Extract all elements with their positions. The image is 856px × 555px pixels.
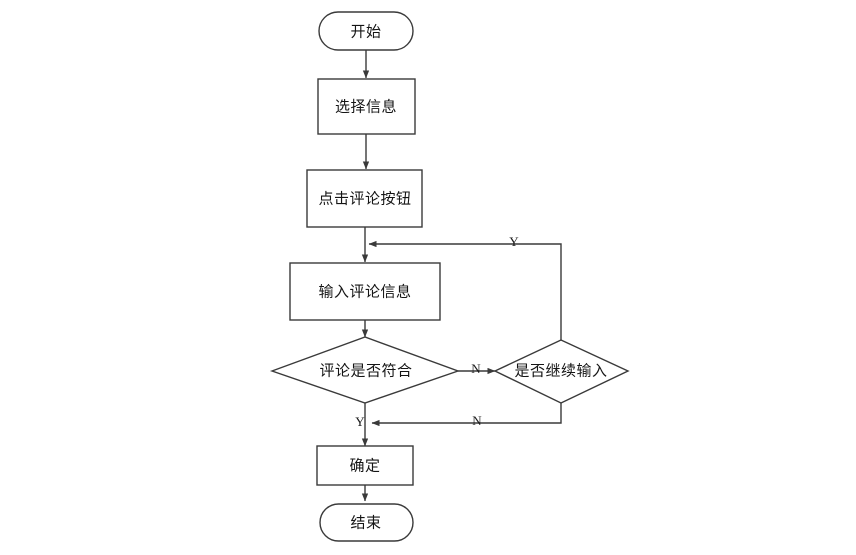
node-confirm[interactable]: 确定 [316,445,414,486]
input-comment-info-label: 输入评论信息 [318,283,411,301]
edge-label-check-yes: Y [355,414,365,429]
confirm-shape [316,445,414,486]
end-terminator-shape [319,503,414,542]
node-end[interactable]: 结束 [319,503,414,542]
edge-again-to-confirm [371,403,562,427]
decision-comment-valid-shape [269,336,461,404]
node-input-comment-info[interactable]: 输入评论信息 [289,262,441,321]
node-click-comment-button[interactable]: 点击评论按钮 [306,169,423,228]
node-start[interactable]: 开始 [318,11,414,51]
click-comment-button-shape [306,169,423,228]
edge-labels: N Y Y N [355,234,519,429]
input-comment-info-shape [289,262,441,321]
select-info-shape [317,78,416,135]
decision-comment-valid-label: 评论是否符合 [319,362,412,380]
click-comment-button-label: 点击评论按钮 [318,190,411,208]
node-decision-comment-valid[interactable]: 评论是否符合 [269,336,461,404]
decision-continue-input-label: 是否继续输入 [514,362,607,380]
decision-continue-input-shape [493,339,630,404]
start-label: 开始 [350,23,381,41]
end-label: 结束 [350,514,381,532]
node-decision-continue-input[interactable]: 是否继续输入 [493,339,630,404]
edge-label-again-yes: Y [509,234,519,249]
confirm-label: 确定 [349,457,380,475]
node-select-info[interactable]: 选择信息 [317,78,416,135]
connectors [361,50,562,502]
edge-label-again-no: N [472,413,482,428]
edge-again-to-input [368,240,562,340]
select-info-label: 选择信息 [335,98,397,116]
start-terminator-shape [318,11,414,51]
edge-label-check-no: N [471,361,481,376]
